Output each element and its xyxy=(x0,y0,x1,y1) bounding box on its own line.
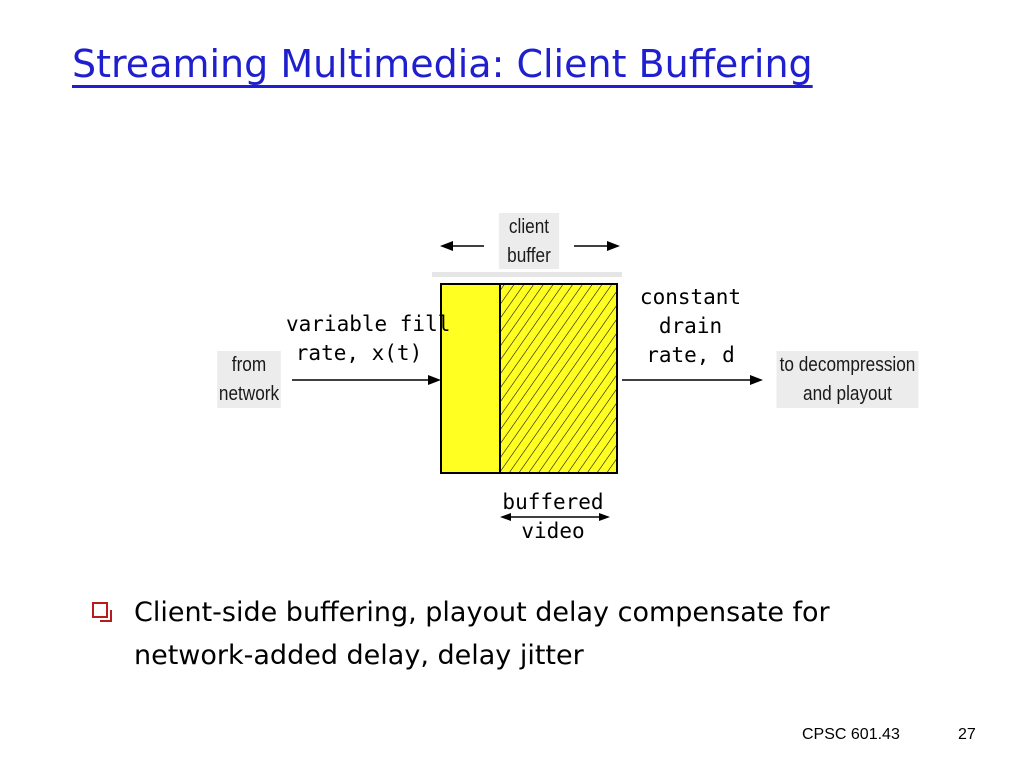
from-network-label: from network xyxy=(217,351,281,408)
client-buffer-label: client buffer xyxy=(498,213,560,269)
buffered-video-region xyxy=(499,283,618,474)
output-arrow-head xyxy=(750,375,763,385)
slide-title: Streaming Multimedia: Client Buffering xyxy=(72,42,813,86)
client-buffer-right-arrow-head xyxy=(607,241,620,251)
bullet-icon xyxy=(92,602,112,622)
unbuffered-region xyxy=(440,283,501,474)
buffered-video-arrow-head-left xyxy=(500,513,511,521)
drain-rate-label: constant drain rate, d xyxy=(639,285,742,367)
client-buffer-left-arrow-head xyxy=(440,241,453,251)
to-decompression-label: to decompression and playout xyxy=(776,351,919,408)
bullet-text: Client-side buffering, playout delay com… xyxy=(134,597,830,671)
buffer-top-band xyxy=(432,272,622,277)
footer-course-code: CPSC 601.43 xyxy=(802,726,900,743)
input-arrow-head xyxy=(428,375,441,385)
buffered-video-label: buffered video xyxy=(502,490,604,543)
buffered-video-arrow-head-right xyxy=(599,513,610,521)
page-number: 27 xyxy=(958,726,976,743)
fill-rate-label: variable fill rate, x(t) xyxy=(286,312,451,365)
